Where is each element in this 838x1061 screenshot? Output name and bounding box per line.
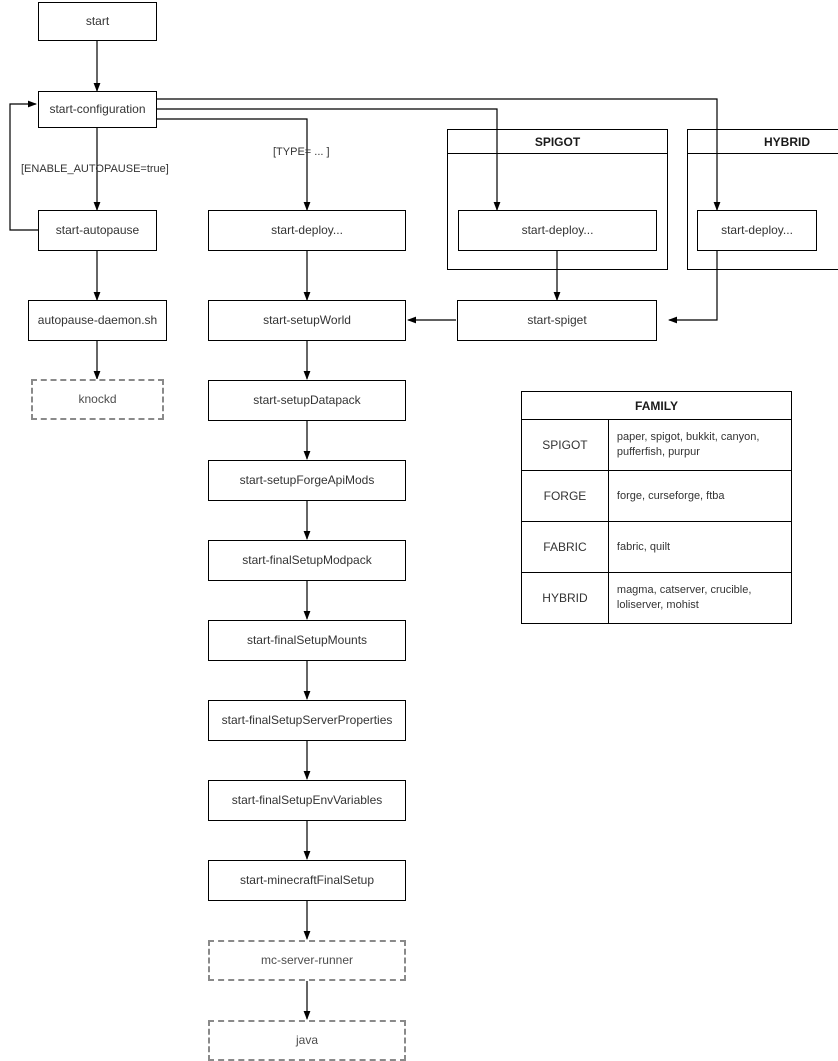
node-start[interactable]: start: [38, 2, 157, 41]
node-start-minecraftfinalsetup[interactable]: start-minecraftFinalSetup: [208, 860, 406, 901]
edge-configuration-to-deploy-spigot: [157, 108, 501, 211]
node-start-finalsetupserverproperties[interactable]: start-finalSetupServerProperties: [208, 700, 406, 741]
legend-family-members: forge, curseforge, ftba: [607, 470, 793, 522]
edge-label-type: [TYPE= ... ]: [273, 146, 330, 158]
node-start-setupworld[interactable]: start-setupWorld: [208, 300, 406, 341]
node-java[interactable]: java: [208, 1020, 406, 1061]
legend-family-name: FORGE: [521, 470, 609, 522]
legend-family-members: paper, spigot, bukkit, canyon, pufferfis…: [607, 419, 793, 471]
node-start-spiget[interactable]: start-spiget: [457, 300, 657, 341]
group-hybrid-title: HYBRID: [688, 130, 838, 154]
table-row: FABRIC fabric, quilt: [521, 521, 793, 573]
node-start-autopause[interactable]: start-autopause: [38, 210, 157, 251]
node-start-deploy-hybrid[interactable]: start-deploy...: [697, 210, 817, 251]
table-row: SPIGOT paper, spigot, bukkit, canyon, pu…: [521, 419, 793, 471]
legend-family-members: magma, catserver, crucible, loliserver, …: [607, 572, 793, 624]
legend-family-name: FABRIC: [521, 521, 609, 573]
node-start-configuration[interactable]: start-configuration: [38, 91, 157, 128]
family-legend-table: FAMILY SPIGOT paper, spigot, bukkit, can…: [521, 391, 793, 624]
legend-header-row: FAMILY: [521, 391, 792, 420]
node-start-deploy-spigot[interactable]: start-deploy...: [458, 210, 657, 251]
node-start-finalsetupmounts[interactable]: start-finalSetupMounts: [208, 620, 406, 661]
table-row: FORGE forge, curseforge, ftba: [521, 470, 793, 522]
legend-family-members: fabric, quilt: [607, 521, 793, 573]
node-mc-server-runner[interactable]: mc-server-runner: [208, 940, 406, 981]
edge-label-enable-autopause: [ENABLE_AUTOPAUSE=true]: [21, 163, 169, 175]
legend-family-name: SPIGOT: [521, 419, 609, 471]
legend-family-name: HYBRID: [521, 572, 609, 624]
node-start-setupforgeapimods[interactable]: start-setupForgeApiMods: [208, 460, 406, 501]
node-start-setupdatapack[interactable]: start-setupDatapack: [208, 380, 406, 421]
edge-configuration-to-deploy-main: [157, 118, 311, 211]
group-spigot-title: SPIGOT: [448, 130, 667, 154]
table-row: HYBRID magma, catserver, crucible, lolis…: [521, 572, 793, 624]
node-start-finalsetupmodpack[interactable]: start-finalSetupModpack: [208, 540, 406, 581]
legend-header-cell: FAMILY: [521, 391, 792, 420]
node-autopause-daemon[interactable]: autopause-daemon.sh: [28, 300, 167, 341]
node-knockd[interactable]: knockd: [31, 379, 164, 420]
node-start-deploy-main[interactable]: start-deploy...: [208, 210, 406, 251]
node-start-finalsetupenvvariables[interactable]: start-finalSetupEnvVariables: [208, 780, 406, 821]
